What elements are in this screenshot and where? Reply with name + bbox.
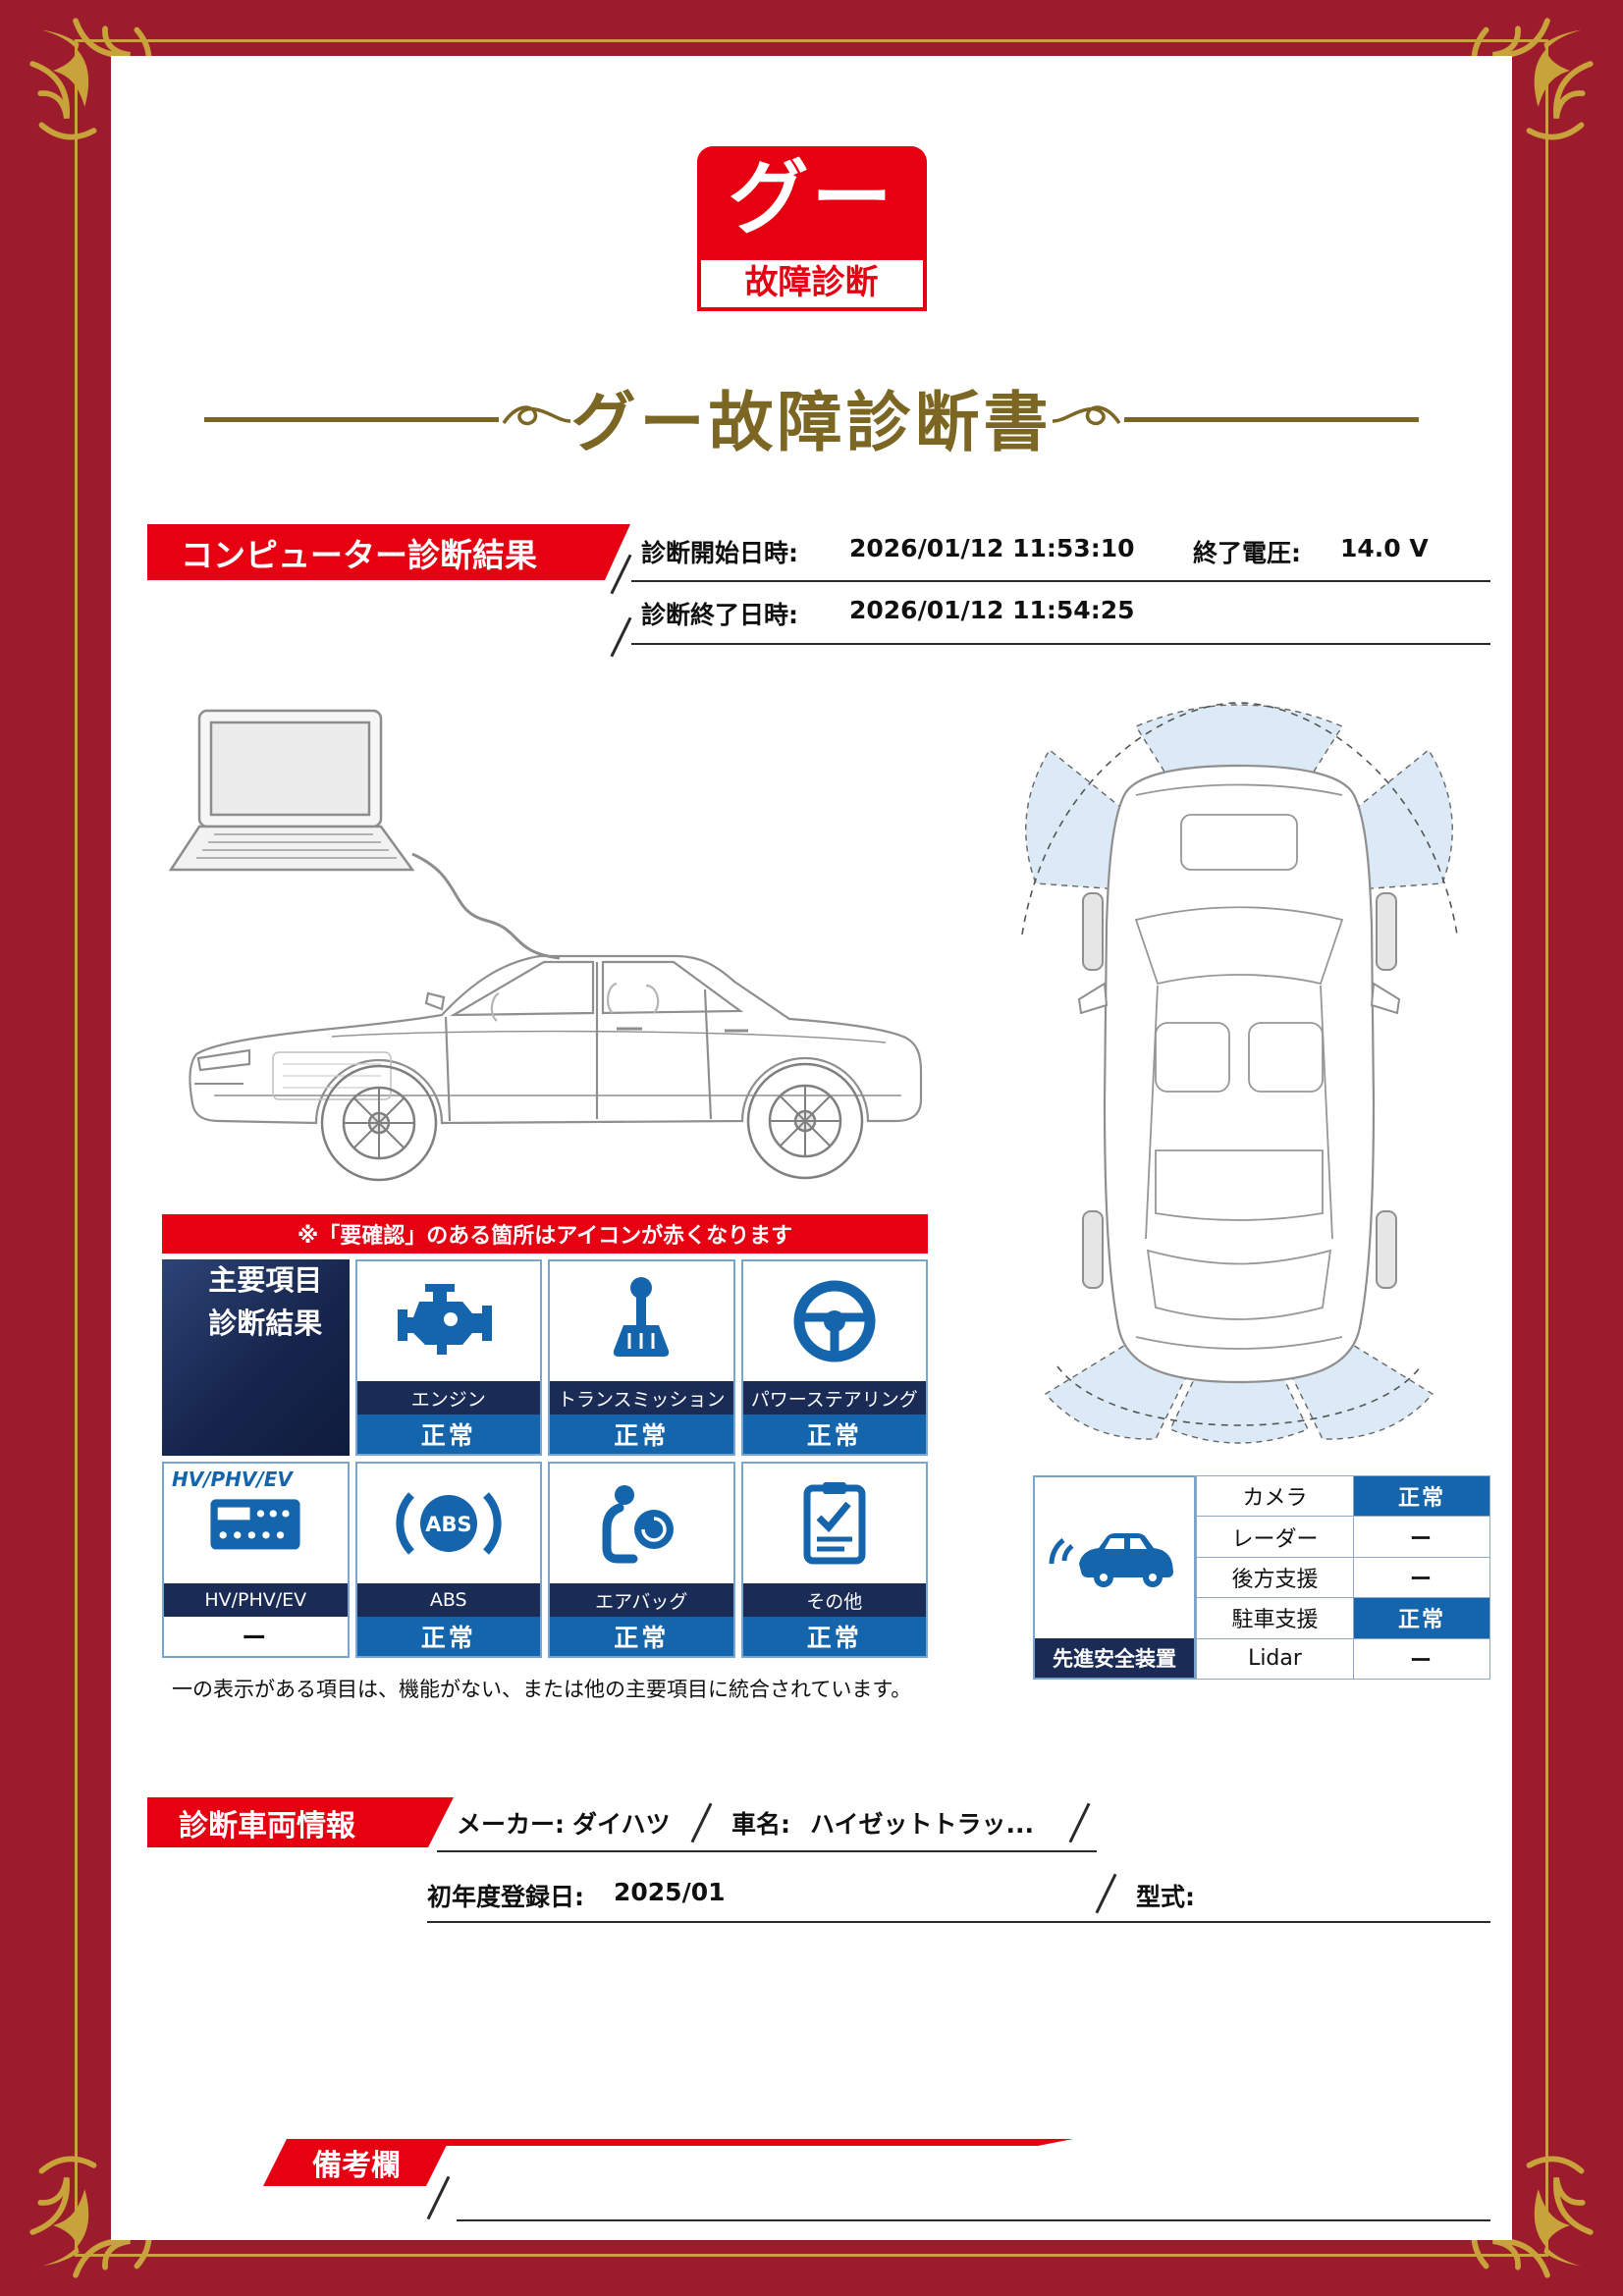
- other-items-icon: [803, 1482, 866, 1565]
- safety-row-name: Lidar: [1196, 1638, 1353, 1680]
- safety-row-name: カメラ: [1196, 1476, 1353, 1517]
- other-label: その他: [742, 1583, 926, 1617]
- transmission-label: トランスミッション: [550, 1381, 733, 1415]
- end-voltage-value: 14.0 V: [1340, 534, 1429, 562]
- power-steering-cell: パワーステアリング 正常: [740, 1259, 928, 1456]
- car-name-value: ハイゼットトラッ...: [810, 1810, 1034, 1839]
- abs-label: ABS: [356, 1583, 540, 1617]
- main-grid-title-line2: 診断結果: [208, 1306, 323, 1340]
- remarks-header: 備考欄: [263, 2139, 450, 2186]
- divider-slash: [426, 2175, 451, 2220]
- registration-label: 初年度登録日:: [427, 1883, 584, 1911]
- transmission-cell: トランスミッション 正常: [548, 1259, 735, 1456]
- divider-slash: [1095, 1873, 1117, 1914]
- grid-footnote: 一の表示がある項目は、機能がない、または他の主要項目に統合されています。: [172, 1678, 912, 1701]
- engine-icon: [397, 1284, 492, 1355]
- diagnosis-start-label: 診断開始日時:: [641, 539, 798, 567]
- title-divider-left: [204, 417, 499, 422]
- safety-row-status: ー: [1353, 1638, 1490, 1680]
- report-body: グー 故障診断 グー故障診断書 コンピューター診断結果 診断開始日時: 2026…: [111, 56, 1512, 2240]
- hv-phv-ev-icon: [210, 1499, 300, 1550]
- computer-diagnosis-header: コンピューター診断結果: [147, 524, 630, 580]
- abs-icon-text: ABS: [425, 1513, 471, 1536]
- report-title: グー故障診断書: [570, 385, 1053, 460]
- alert-note-strip: ※「要確認」のある箇所はアイコンが赤くなります: [162, 1214, 928, 1254]
- transmission-icon: [614, 1277, 670, 1357]
- safety-devices-rows: カメラ 正常 レーダー ー 後方支援 ー 駐車支援 正常 Lidar ー: [1196, 1475, 1490, 1681]
- safety-row-name: 後方支援: [1196, 1557, 1353, 1598]
- abs-cell: ABS ABS 正常: [354, 1462, 542, 1658]
- safety-row-status: 正常: [1353, 1598, 1490, 1638]
- hv-phv-ev-header: HV/PHV/EV: [172, 1468, 293, 1491]
- airbag-icon: [602, 1485, 675, 1564]
- safety-row: 後方支援 ー: [1196, 1557, 1490, 1599]
- safety-row: カメラ 正常: [1196, 1476, 1490, 1518]
- safety-car-icon: [1049, 1533, 1173, 1587]
- title-divider-right: [1124, 417, 1419, 422]
- goo-logo: グー 故障診断: [696, 146, 927, 311]
- goo-logo-mark: グー: [696, 146, 927, 256]
- maker-value: ダイハツ: [572, 1810, 671, 1839]
- title-flourish-icon: [502, 405, 571, 426]
- hv-phv-ev-status: ー: [164, 1617, 348, 1656]
- safety-row-status: 正常: [1353, 1476, 1490, 1517]
- airbag-status: 正常: [550, 1617, 733, 1656]
- remarks-line: [457, 2219, 1490, 2221]
- safety-row-name: 駐車支援: [1196, 1598, 1353, 1638]
- power-steering-label: パワーステアリング: [742, 1381, 926, 1415]
- corner-ornament-icon: [29, 2156, 152, 2278]
- sensor-coverage-car-illustration: [1021, 702, 1458, 1444]
- diagnosis-end-label: 診断終了日時:: [641, 601, 798, 629]
- safety-devices-table: 先進安全装置 カメラ 正常 レーダー ー 後方支援 ー 駐車支援 正常: [1033, 1475, 1490, 1681]
- end-voltage-label: 終了電圧:: [1193, 539, 1301, 567]
- hv-phv-ev-cell: HV/PHV/EV HV/PHV/EV ー: [162, 1462, 350, 1658]
- airbag-label: エアバッグ: [550, 1583, 733, 1617]
- registration-value: 2025/01: [614, 1878, 726, 1906]
- divider-line: [631, 643, 1490, 645]
- divider-line: [437, 1850, 1097, 1852]
- divider-slash: [690, 1802, 713, 1843]
- safety-devices-icon-cell: 先進安全装置: [1033, 1475, 1196, 1680]
- other-status: 正常: [742, 1617, 926, 1656]
- vehicle-info-header: 診断車両情報: [147, 1797, 454, 1847]
- diagnostic-laptop-car-illustration: [168, 709, 923, 1182]
- gold-border: [75, 39, 1548, 2257]
- divider-slash: [1068, 1802, 1091, 1843]
- safety-row-status: ー: [1353, 1557, 1490, 1598]
- diagnosis-end-value: 2026/01/12 11:54:25: [849, 596, 1135, 624]
- divider-line: [631, 580, 1490, 582]
- maker-label: メーカー:: [457, 1810, 565, 1839]
- safety-row: レーダー ー: [1196, 1517, 1490, 1558]
- engine-label: エンジン: [356, 1381, 540, 1415]
- other-cell: その他 正常: [740, 1462, 928, 1658]
- power-steering-icon: [793, 1280, 876, 1362]
- main-grid-title-cell: 主要項目 診断結果: [162, 1259, 350, 1456]
- abs-icon: ABS: [396, 1492, 502, 1555]
- transmission-status: 正常: [550, 1415, 733, 1454]
- diagnosis-start-value: 2026/01/12 11:53:10: [849, 534, 1135, 562]
- model-code-label: 型式:: [1136, 1883, 1195, 1911]
- airbag-cell: エアバッグ 正常: [548, 1462, 735, 1658]
- divider-line: [427, 1921, 1490, 1923]
- safety-row-name: レーダー: [1196, 1517, 1353, 1557]
- safety-row: Lidar ー: [1196, 1638, 1490, 1681]
- hv-phv-ev-label: HV/PHV/EV: [164, 1583, 348, 1617]
- safety-devices-label: 先進安全装置: [1035, 1638, 1194, 1678]
- safety-row: 駐車支援 正常: [1196, 1598, 1490, 1639]
- title-flourish-icon: [1052, 405, 1121, 426]
- main-grid-title-line1: 主要項目: [208, 1263, 323, 1297]
- safety-row-status: ー: [1353, 1517, 1490, 1557]
- remarks-decorative-strip: [445, 2139, 1073, 2146]
- engine-status: 正常: [356, 1415, 540, 1454]
- engine-cell: エンジン 正常: [354, 1259, 542, 1456]
- power-steering-status: 正常: [742, 1415, 926, 1454]
- car-name-label: 車名:: [731, 1810, 790, 1839]
- abs-status: 正常: [356, 1617, 540, 1656]
- goo-logo-subtitle: 故障診断: [696, 256, 927, 311]
- main-diagnosis-grid: 主要項目 診断結果 エンジン 正常: [162, 1259, 928, 1658]
- divider-slash: [610, 616, 632, 658]
